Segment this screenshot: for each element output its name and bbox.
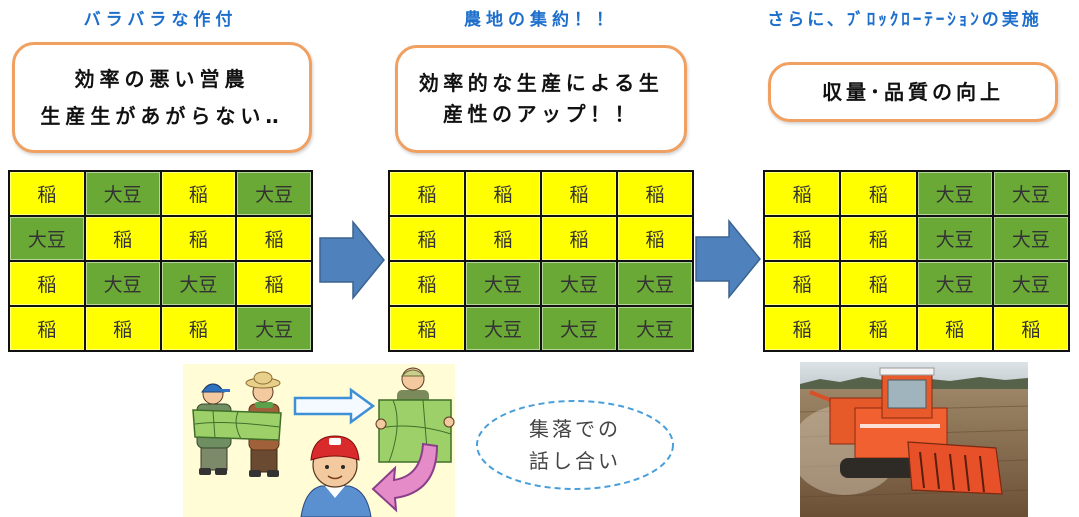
farmers-meeting-illustration [183, 364, 455, 517]
discussion-label: 集落での 話し合い [474, 398, 676, 492]
combine-harvester [809, 367, 1003, 495]
field-plot-r2-c4: 稲 [237, 217, 311, 260]
field-plot-r1-c4: 大豆 [993, 172, 1068, 215]
callout-line: 収量･品質の向上 [822, 80, 1004, 104]
combine-harvester-photo [800, 362, 1028, 517]
field-plot-r4-c2: 稲 [85, 307, 160, 350]
right-arrow-icon [695, 219, 761, 299]
field-plot-r4-c4: 大豆 [618, 307, 692, 350]
stage-3-callout: 収量･品質の向上 [768, 62, 1058, 122]
field-plot-r2-c3: 稲 [161, 217, 236, 260]
callout-line: 効率の悪い営農 [74, 66, 250, 91]
field-plot-r1-c4: 大豆 [237, 172, 311, 215]
discussion-label-line: 話し合い [529, 449, 621, 473]
field-plot-r2-c1: 大豆 [10, 217, 84, 260]
field-plot-r2-c2: 稲 [466, 217, 540, 260]
field-plot-r3-c1: 稲 [765, 262, 840, 305]
field-plot-r1-c1: 稲 [390, 172, 464, 215]
stage-1-callout: 効率の悪い営農 生産生があがらない‥ [12, 42, 312, 153]
farmer-figure [300, 435, 372, 517]
field-plot-r3-c3: 大豆 [542, 262, 616, 305]
field-plot-r4-c3: 大豆 [542, 307, 616, 350]
field-plot-r3-c1: 稲 [390, 262, 464, 305]
field-plot-r4-c1: 稲 [765, 307, 840, 350]
field-plot-r3-c3: 大豆 [917, 262, 992, 305]
discussion-label-line: 集落での [529, 417, 621, 441]
field-plot-r4-c2: 大豆 [466, 307, 540, 350]
field-plot-r3-c3: 大豆 [161, 262, 236, 305]
stage-1-title: バラバラな作付 [83, 10, 238, 30]
field-plot-r1-c2: 稲 [466, 172, 540, 215]
field-plot-r3-c2: 大豆 [85, 262, 160, 305]
field-plot-r1-c2: 稲 [841, 172, 916, 215]
discussion-bubble [476, 400, 674, 490]
field-plot-r2-c1: 稲 [390, 217, 464, 260]
field-plot-r4-c1: 稲 [10, 307, 84, 350]
stage-3-title: さらに、ﾌﾞﾛｯｸﾛｰﾃｰｼｮﾝの実施 [767, 10, 1042, 30]
right-arrow-icon [293, 387, 376, 425]
field-plot-r3-c2: 稲 [841, 262, 916, 305]
field-plot-r2-c2: 稲 [841, 217, 916, 260]
stage-2-callout: 効率的な生産による生 産性のアップ！！ [395, 45, 687, 153]
field-plot-r1-c1: 稲 [10, 172, 84, 215]
field-plot-r4-c3: 稲 [917, 307, 992, 350]
callout-line: 生産生があがらない‥ [40, 103, 284, 128]
field-plot-r3-c4: 稲 [237, 262, 311, 305]
field-plot-r4-c4: 稲 [993, 307, 1068, 350]
field-grid-consolidated: 稲 稲 稲 稲 稲 稲 稲 稲 稲 大豆 大豆 大豆 稲 大豆 大豆 大豆 [388, 170, 694, 352]
field-plot-r1-c1: 稲 [765, 172, 840, 215]
field-plot-r1-c2: 大豆 [85, 172, 160, 215]
farmer-figure [375, 367, 455, 463]
field-plot-r2-c3: 稲 [542, 217, 616, 260]
curved-arrow-icon [371, 442, 439, 513]
field-grid-scattered: 稲 大豆 稲 大豆 大豆 稲 稲 稲 稲 大豆 大豆 稲 稲 稲 稲 大豆 [8, 170, 313, 352]
field-plot-r4-c2: 稲 [841, 307, 916, 350]
field-plot-r1-c3: 大豆 [917, 172, 992, 215]
field-plot-r3-c2: 大豆 [466, 262, 540, 305]
field-plot-r2-c1: 稲 [765, 217, 840, 260]
field-plot-r2-c3: 大豆 [917, 217, 992, 260]
field-plot-r2-c4: 稲 [618, 217, 692, 260]
field-plot-r3-c4: 大豆 [993, 262, 1068, 305]
farm-map [378, 399, 452, 463]
right-arrow-icon [319, 220, 385, 300]
field-plot-r4-c1: 稲 [390, 307, 464, 350]
callout-line: 効率的な生産による生 [418, 71, 664, 95]
field-plot-r1-c3: 稲 [542, 172, 616, 215]
field-grid-block-rotation: 稲 稲 大豆 大豆 稲 稲 大豆 大豆 稲 稲 大豆 大豆 稲 稲 稲 稲 [763, 170, 1070, 352]
field-plot-r4-c4: 大豆 [237, 307, 311, 350]
field-plot-r2-c4: 大豆 [993, 217, 1068, 260]
field-plot-r4-c3: 稲 [161, 307, 236, 350]
stage-2-title: 農地の集約！！ [464, 10, 618, 30]
field-plot-r3-c1: 稲 [10, 262, 84, 305]
field-plot-r2-c2: 稲 [85, 217, 160, 260]
field-plot-r3-c4: 大豆 [618, 262, 692, 305]
field-plot-r1-c4: 稲 [618, 172, 692, 215]
callout-line: 産性のアップ！！ [443, 102, 639, 126]
farm-map [192, 409, 282, 441]
field-plot-r1-c3: 稲 [161, 172, 236, 215]
